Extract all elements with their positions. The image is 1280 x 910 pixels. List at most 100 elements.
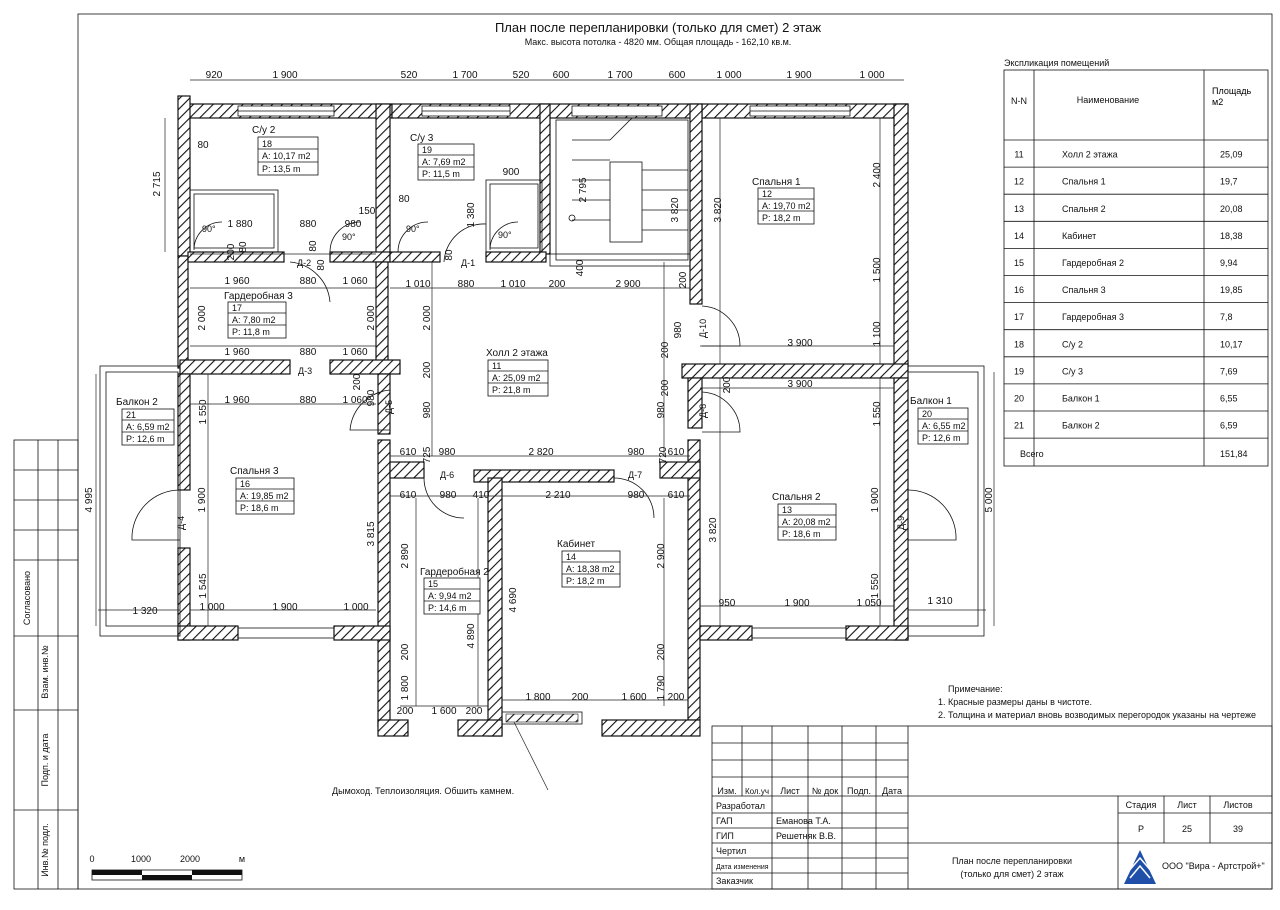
svg-text:1 010: 1 010 [500,279,525,290]
wall [329,359,401,375]
wall [179,359,291,375]
svg-text:600: 600 [669,70,686,81]
svg-text:Гардеробная 3: Гардеробная 3 [224,290,293,302]
svg-text:4 995: 4 995 [84,487,95,512]
svg-text:1 900: 1 900 [272,602,297,613]
room-label-wardrobe-3: Гардеробная 3 17 A: 7,80 m2 P: 11,8 m [224,290,293,339]
svg-text:A: 25,09 m2: A: 25,09 m2 [492,373,541,383]
svg-text:1 550: 1 550 [872,401,883,426]
svg-text:1 960: 1 960 [224,276,249,287]
svg-text:90°: 90° [202,224,216,234]
svg-text:980: 980 [628,490,645,501]
svg-text:880: 880 [458,279,475,290]
svg-text:Разработал: Разработал [716,801,765,811]
svg-text:1 700: 1 700 [452,70,477,81]
wall [689,103,703,305]
svg-text:P: 12,6 m: P: 12,6 m [126,434,165,444]
svg-text:12: 12 [762,189,772,199]
svg-text:1 960: 1 960 [224,395,249,406]
explication-cell: Холл 2 этажа [1062,150,1118,160]
svg-text:200: 200 [397,706,414,717]
svg-text:80: 80 [444,249,455,261]
svg-text:980: 980 [345,219,362,230]
svg-text:400: 400 [575,259,586,276]
svg-text:Лист: Лист [1177,800,1197,810]
svg-text:3 900: 3 900 [787,379,812,390]
wall [177,255,189,369]
wall [487,477,503,737]
svg-text:90°: 90° [342,232,356,242]
svg-text:1 310: 1 310 [927,596,952,607]
svg-text:3 900: 3 900 [787,338,812,349]
svg-text:11: 11 [492,361,501,371]
svg-text:980: 980 [440,490,457,501]
top-dimensions: 920 1 900 520 1 700 520 600 1 700 600 1 … [206,70,885,81]
chimney-note: Дымоход. Теплоизоляция. Обшить камнем. [332,786,514,796]
svg-text:2 400: 2 400 [872,162,883,187]
svg-text:200: 200 [660,341,671,358]
door-label: Д-4 [176,516,186,530]
window [751,627,847,639]
wall [375,261,389,367]
dimension-lines [95,79,995,791]
svg-text:17: 17 [232,303,242,313]
svg-text:С/у 2: С/у 2 [252,125,276,136]
notes: Примечание: 1. Красные размеры даны в чи… [938,684,1256,720]
svg-text:A: 18,38 m2: A: 18,38 m2 [566,564,615,574]
svg-text:200: 200 [466,706,483,717]
svg-text:A: 6,59 m2: A: 6,59 m2 [126,422,170,432]
svg-text:Подп.: Подп. [847,786,871,796]
svg-text:Решетняк В.В.: Решетняк В.В. [776,831,836,841]
svg-text:м: м [239,854,245,864]
company-logo-icon [1124,850,1156,884]
door-swings [131,221,957,541]
svg-text:A: 7,69 m2: A: 7,69 m2 [422,157,466,167]
wall [681,363,909,379]
svg-text:Балкон 2: Балкон 2 [116,397,158,408]
svg-text:1 900: 1 900 [786,70,811,81]
svg-text:Дата изменения: Дата изменения [716,864,769,871]
wall [845,625,909,641]
svg-text:151,84: 151,84 [1220,449,1248,459]
svg-text:200: 200 [660,379,671,396]
door-label: Д-3 [298,366,312,376]
svg-text:1 600: 1 600 [621,692,646,703]
svg-text:1 000: 1 000 [343,602,368,613]
explication-cell: 6,59 [1220,421,1238,431]
explication-cell: 12 [1014,177,1024,187]
svg-text:P: 13,5 m: P: 13,5 m [262,164,301,174]
svg-text:A: 6,55 m2: A: 6,55 m2 [922,421,966,431]
svg-text:880: 880 [300,347,317,358]
wall [377,439,391,727]
svg-text:200: 200 [422,361,433,378]
svg-text:P: 18,2 m: P: 18,2 m [762,213,801,223]
explication-cell: Гардеробная 3 [1062,312,1124,322]
svg-text:880: 880 [300,219,317,230]
svg-text:2 000: 2 000 [422,305,433,330]
svg-text:P: 18,2 m: P: 18,2 m [566,576,605,586]
svg-text:200: 200 [668,692,685,703]
svg-text:980: 980 [366,389,377,406]
wall [601,719,701,737]
svg-text:2 000: 2 000 [197,305,208,330]
svg-text:920: 920 [206,70,223,81]
svg-text:Гардеробная 2: Гардеробная 2 [420,566,489,578]
svg-text:1 880: 1 880 [227,219,252,230]
svg-text:980: 980 [656,401,667,418]
svg-text:4 890: 4 890 [466,623,477,648]
explication-cell: 17 [1014,312,1024,322]
svg-text:15: 15 [428,579,438,589]
svg-text:610: 610 [668,447,685,458]
svg-text:1 320: 1 320 [132,606,157,617]
svg-text:P: 21,8 m: P: 21,8 m [492,385,531,395]
svg-text:№ док: № док [812,786,838,796]
door-label: Д-8 [698,404,708,418]
room-label-bedroom-1: Спальня 1 12 A: 19,70 m2 P: 18,2 m [752,177,815,225]
svg-text:880: 880 [300,395,317,406]
svg-text:2 210: 2 210 [545,490,570,501]
svg-text:1 545: 1 545 [198,573,209,598]
wall [457,719,503,737]
explication-cell: 16 [1014,285,1024,295]
door-label: Д-2 [297,258,311,268]
svg-text:1 960: 1 960 [224,347,249,358]
